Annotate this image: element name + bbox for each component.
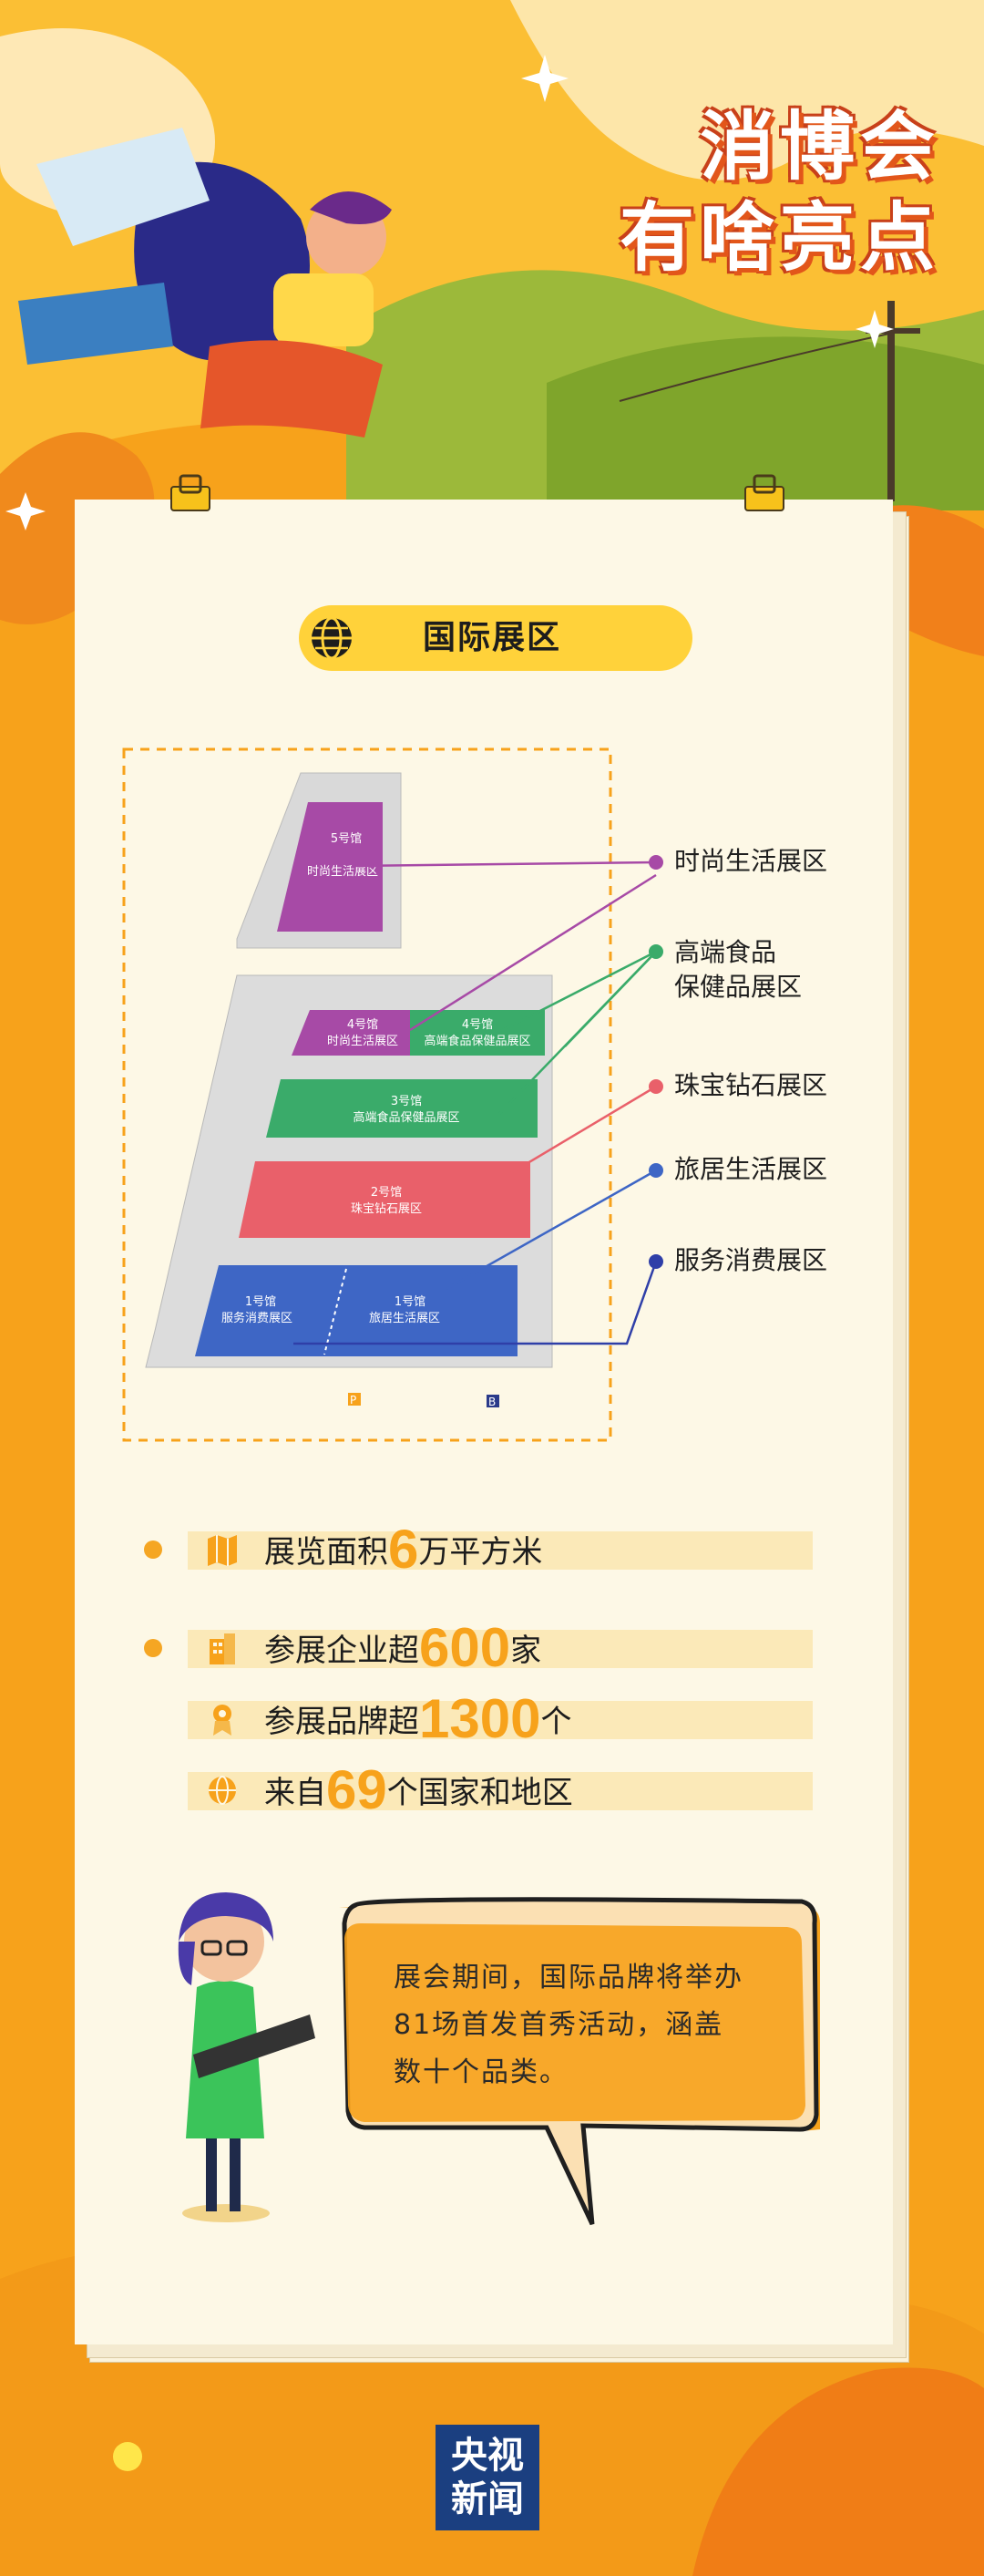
legend-food-line2: 保健品展区 (674, 972, 803, 1002)
stat-companies-pre: 参展企业超 (264, 1633, 419, 1669)
stat-countries-post: 个国家和地区 (386, 1775, 573, 1811)
legend-jewelry: 珠宝钻石展区 (674, 1070, 828, 1100)
legend-food-line1: 高端食品 (674, 937, 777, 967)
stat-brands: 参展品牌超1300个 (264, 1692, 571, 1747)
speech-line-1: 展会期间，国际品牌将举办 (394, 1962, 743, 1994)
hall-4b-zone: 高端食品保健品展区 (424, 1034, 530, 1048)
hall-2-number: 2号馆 (371, 1186, 402, 1200)
cctv-news-logo: 央视 新闻 (436, 2425, 539, 2530)
title-line-1: 消博会 (699, 104, 940, 191)
stat-area: 展览面积6万平方米 (264, 1522, 542, 1577)
stat-brands-num: 1300 (419, 1688, 541, 1749)
hall-5-zone: 时尚生活展区 (307, 865, 378, 879)
speech-bubble-text: 展会期间，国际品牌将举办 81场首发首秀活动，涵盖 数十个品类。 (394, 1954, 785, 2097)
stat-countries-num: 69 (326, 1759, 387, 1820)
stat-brands-post: 个 (540, 1704, 572, 1740)
bus-marker: B (488, 1396, 496, 1408)
bullet-dot (144, 1540, 162, 1559)
title-line-2: 有啥亮点 (619, 195, 940, 282)
logo-line-1: 央视 (451, 2435, 524, 2477)
stat-brands-pre: 参展品牌超 (264, 1704, 419, 1740)
hall-1b-number: 1号馆 (395, 1295, 425, 1309)
stat-countries-pre: 来自 (264, 1775, 326, 1811)
stat-companies-post: 家 (510, 1633, 542, 1669)
hall-1b-zone: 旅居生活展区 (369, 1312, 440, 1325)
legend-service: 服务消费展区 (674, 1245, 828, 1275)
legend-fashion: 时尚生活展区 (674, 846, 828, 876)
parking-marker: P (350, 1394, 356, 1406)
stat-row-bg (188, 1630, 813, 1668)
stat-area-post: 万平方米 (418, 1534, 543, 1571)
hall-4b-number: 4号馆 (462, 1018, 493, 1032)
hall-4a-number: 4号馆 (347, 1018, 378, 1032)
main-title: 消博会 有啥亮点 (620, 102, 940, 284)
bullet-dot (144, 1639, 162, 1657)
speech-line-3: 数十个品类。 (394, 2056, 569, 2088)
hall-5-number: 5号馆 (331, 832, 362, 846)
hall-3-number: 3号馆 (391, 1095, 422, 1108)
stat-companies-num: 600 (419, 1617, 511, 1678)
hall-4a-zone: 时尚生活展区 (327, 1035, 398, 1048)
stat-area-num: 6 (388, 1519, 419, 1580)
binder-clip-icon (744, 474, 784, 511)
hall-1a-number: 1号馆 (245, 1295, 276, 1309)
badge-icon (213, 1705, 231, 1736)
hall-3-zone: 高端食品保健品展区 (353, 1110, 459, 1125)
stat-row-bg (188, 1531, 813, 1570)
building-icon (210, 1633, 235, 1664)
running-woman-illustration (18, 128, 392, 438)
speech-line-2: 81场首发首秀活动，涵盖 (394, 2009, 724, 2041)
hall-1a-zone: 服务消费展区 (221, 1311, 292, 1325)
section-title-pill: 国际展区 (299, 605, 692, 671)
stat-countries: 来自69个国家和地区 (264, 1763, 573, 1818)
globe-icon (209, 1776, 236, 1805)
legend-food-health: 高端食品 保健品展区 (674, 935, 802, 1005)
stat-row-bg (188, 1772, 813, 1810)
stat-area-pre: 展览面积 (264, 1534, 388, 1571)
stat-row-bg (188, 1701, 813, 1739)
logo-line-2: 新闻 (451, 2478, 524, 2520)
binder-clip-icon (170, 474, 210, 511)
map-icon (208, 1535, 237, 1566)
section-title: 国际展区 (423, 619, 562, 656)
globe-icon (312, 616, 352, 660)
stat-companies: 参展企业超600家 (264, 1621, 541, 1675)
legend-travel-living: 旅居生活展区 (674, 1154, 828, 1184)
hall-2-zone: 珠宝钻石展区 (351, 1202, 422, 1216)
